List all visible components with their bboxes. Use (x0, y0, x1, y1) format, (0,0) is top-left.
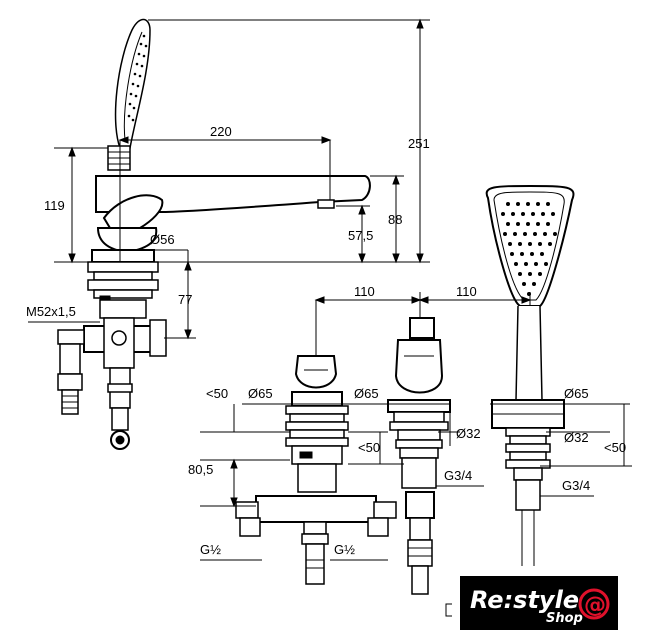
hand-shower (485, 185, 575, 566)
dim-lt50-mid: <50 (358, 440, 380, 455)
logo-sub-text: Shop (546, 611, 583, 626)
dim-56: Ø56 (150, 232, 175, 247)
dim-32-b: Ø32 (564, 430, 589, 445)
dim-lt50-left: <50 (206, 386, 228, 401)
dim-88: 88 (388, 212, 402, 227)
dimension-labels: 220 251 119 88 57,5 Ø56 77 M52x1,5 110 1… (26, 124, 626, 557)
shower-nozzles (501, 202, 557, 296)
thermostatic-mixer (235, 355, 397, 585)
logo-main-text: Re:style (470, 586, 579, 614)
spout-assembly (57, 18, 371, 450)
bracket-mark (445, 603, 452, 617)
thread-g12-b: G½ (334, 542, 355, 557)
diverter (387, 317, 451, 595)
dim-65-a: Ø65 (248, 386, 273, 401)
thread-g34-a: G3/4 (444, 468, 472, 483)
dim-110-a: 110 (354, 284, 375, 299)
logo-at-mark: @ (584, 593, 606, 618)
dim-65-b: Ø65 (354, 386, 379, 401)
dim-220: 220 (210, 124, 232, 139)
dim-110-b: 110 (456, 284, 477, 299)
thread-g34-b: G3/4 (562, 478, 590, 493)
thread-m52: M52x1,5 (26, 304, 76, 319)
dim-77: 77 (178, 292, 192, 307)
spout-dimensions (28, 18, 430, 340)
dim-32-a: Ø32 (456, 426, 481, 441)
restyle-shop-logo: Re:style Shop @ (460, 576, 618, 630)
thread-g12-a: G½ (200, 542, 221, 557)
dim-lt50-right: <50 (604, 440, 626, 455)
dim-65-c: Ø65 (564, 386, 589, 401)
dim-80-5: 80,5 (188, 462, 213, 477)
dim-251: 251 (408, 136, 430, 151)
dim-119: 119 (44, 198, 65, 213)
dim-57-5: 57,5 (348, 228, 373, 243)
right-dimensions (200, 292, 632, 561)
